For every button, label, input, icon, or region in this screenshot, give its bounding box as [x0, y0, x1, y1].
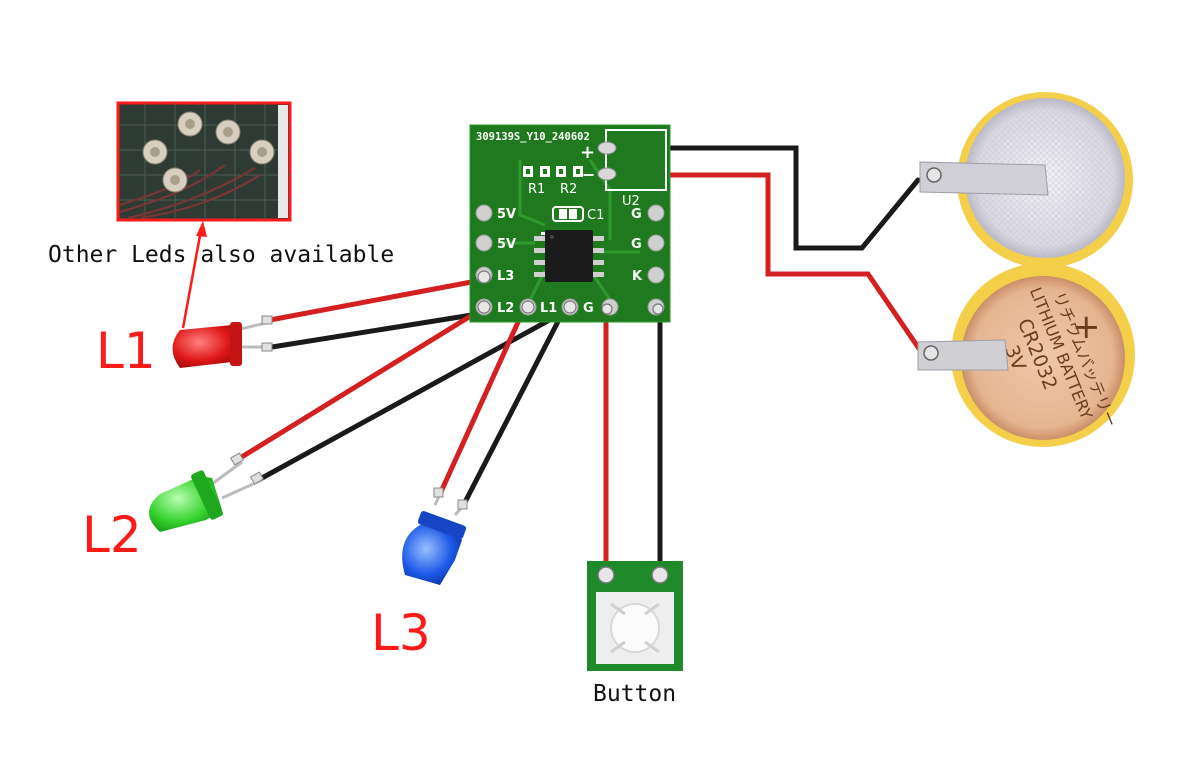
pcb-resistor-r1: R1 — [528, 182, 545, 197]
pcb-resistor-r2: R2 — [560, 182, 577, 197]
pcb-pad-l3: L3 — [497, 269, 514, 284]
wire-battery-red — [610, 172, 923, 353]
pcb-chip-label: U2 — [622, 194, 640, 209]
led-l3 — [402, 487, 468, 585]
pcb-pad-g-bottom: G — [583, 301, 594, 316]
coin-cell-bottom: + リチウムバッテリー LITHIUM BATTERY CR2032 3V — [917, 263, 1135, 447]
coin-cell-top — [919, 92, 1133, 268]
led-l1-label: L1 — [96, 322, 156, 380]
wire-l3-anode — [437, 306, 527, 497]
inset-caption: Other Leds also available — [48, 242, 394, 268]
wire-l3-cathode — [460, 303, 569, 509]
button-label: Button — [593, 681, 676, 707]
pcb-plus: + — [580, 142, 595, 163]
inset-arrow — [181, 221, 207, 329]
wire-battery-black — [610, 145, 921, 251]
led-l2 — [149, 452, 265, 532]
pcb-pad-l1: L1 — [540, 301, 557, 316]
wire-l2-cathode — [259, 303, 578, 481]
pcb-pad-l2: L2 — [497, 301, 514, 316]
pcb-board: 309139S_Y10_240602 + − U2 R1 R2 C1 — [469, 124, 671, 323]
pcb-pad-k: K — [632, 269, 643, 284]
pcb-pad-5v-1: 5V — [497, 207, 516, 222]
wire-l2-anode — [237, 306, 485, 461]
led-l3-label: L3 — [371, 604, 431, 662]
push-button — [587, 561, 683, 671]
led-l1 — [172, 315, 273, 368]
pcb-pad-5v-2: 5V — [497, 237, 516, 252]
pcb-header: 309139S_Y10_240602 — [476, 131, 590, 143]
pcb-ic — [534, 230, 604, 282]
pcb-capacitor: C1 — [587, 208, 604, 223]
pcb-minus: − — [582, 165, 595, 184]
battery-plus: + — [1072, 307, 1101, 347]
wire-l1-anode — [267, 277, 485, 323]
pcb-pad-g-2: G — [631, 237, 642, 252]
wires — [237, 145, 923, 563]
led-l2-label: L2 — [82, 506, 142, 564]
pcb-pad-g-1: G — [631, 207, 642, 222]
solder-joints — [477, 270, 664, 315]
inset-photo — [116, 101, 292, 222]
